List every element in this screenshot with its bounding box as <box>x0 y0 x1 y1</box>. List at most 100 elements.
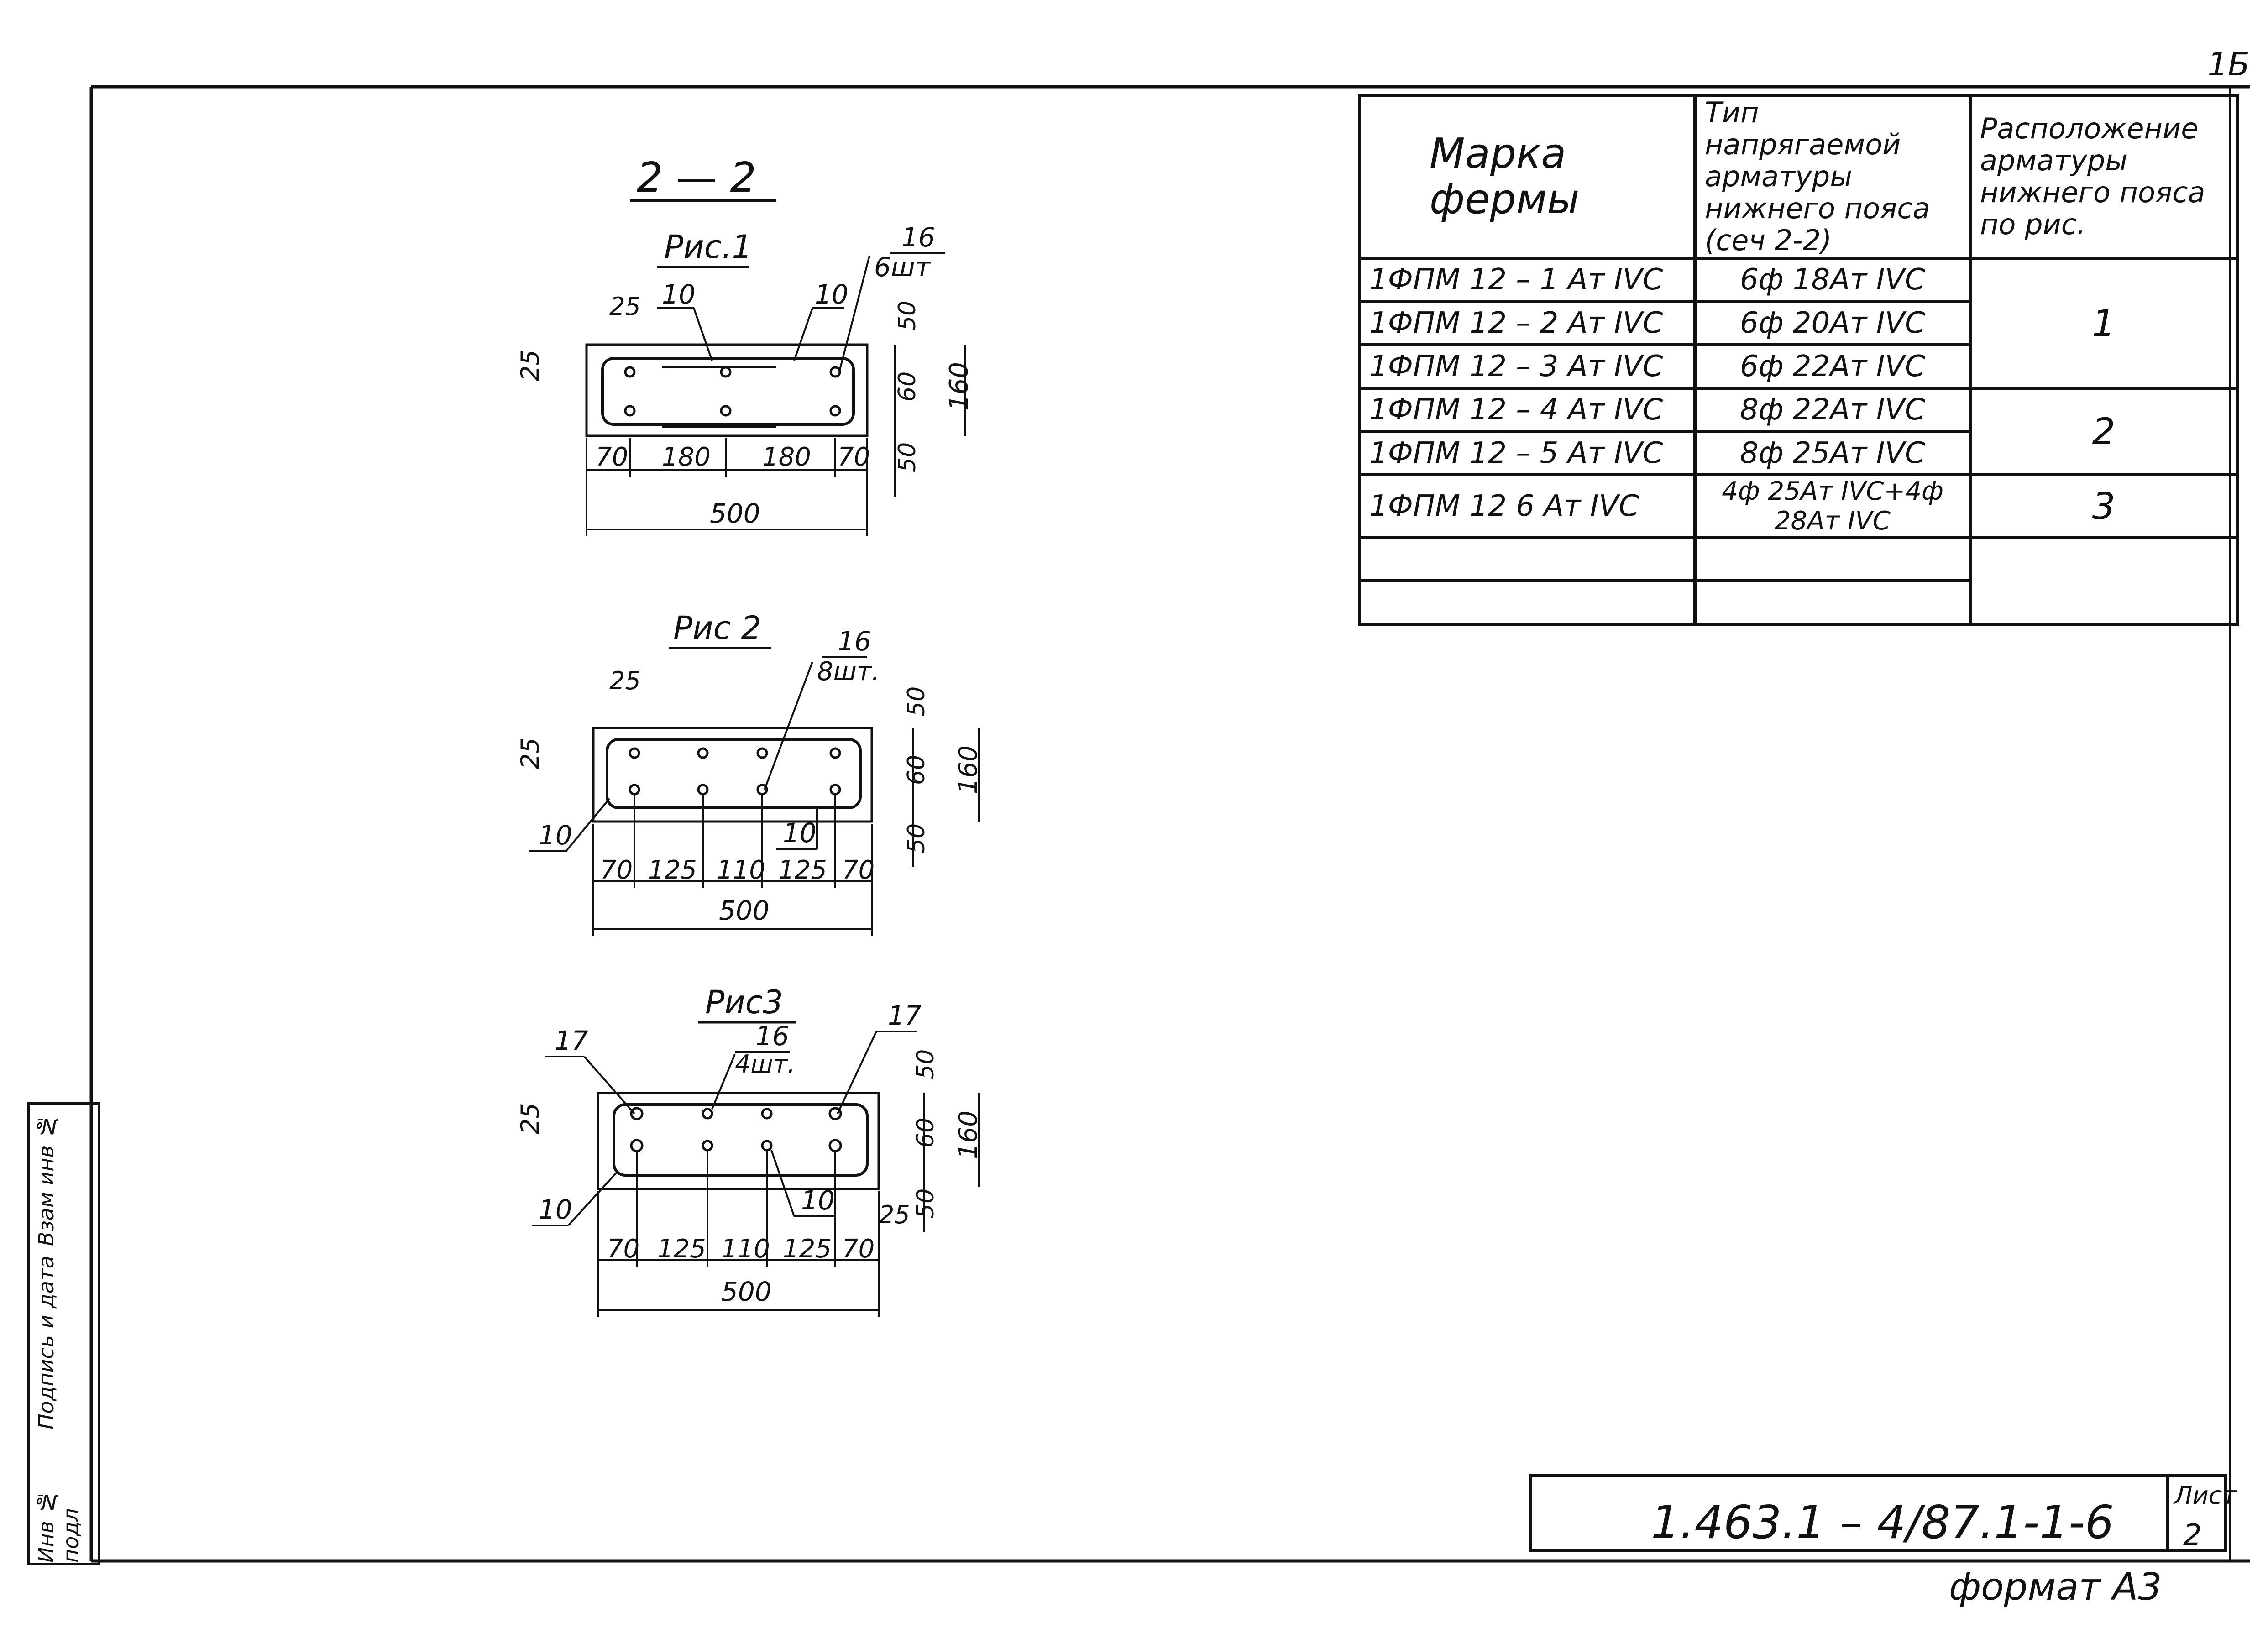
title-block: 1.463.1 – 4/87.1-1-6 Лист 2 <box>1529 1474 2237 1552</box>
figure-2-stirrup-label-a: 10 <box>539 820 572 851</box>
table-header-row: Марка фермы Тип напрягаемой арматуры ниж… <box>1358 94 2239 260</box>
figure-1-dim-3: 180 <box>762 442 811 472</box>
figure-3-dim-3: 110 <box>721 1234 770 1264</box>
figure-3-dim-5: 70 <box>842 1234 875 1264</box>
figure-3-vdim-2: 60 <box>912 1118 939 1148</box>
figure-2-dim-4: 125 <box>778 855 827 885</box>
row-scheme: 3 <box>1969 473 2239 539</box>
figure-2-cover-left: 25 <box>609 666 641 695</box>
row-scheme: 1 <box>1969 257 2239 390</box>
figure-1-width: 500 <box>710 498 760 529</box>
row-rebar: 6ф 18Ат IVС <box>1693 257 1972 303</box>
col-header-scheme: Расположение арматуры нижнего пояса по р… <box>1969 94 2239 260</box>
row-mark: 1ФПМ 12 – 2 Ат IVС <box>1358 300 1697 346</box>
document-code: 1.463.1 – 4/87.1-1-6 <box>1651 1496 2114 1549</box>
row-mark <box>1358 536 1697 582</box>
table-row: 1ФПМ 12 – 2 Ат IVС 6ф 20Ат IVС <box>1358 300 2237 346</box>
figure-2-dim-5: 70 <box>842 855 875 885</box>
figure-1-height: 160 <box>944 362 974 411</box>
row-mark: 1ФПМ 12 – 3 Ат IVС <box>1358 343 1697 390</box>
figure-3-cover-top: 25 <box>516 1103 545 1134</box>
figure-2-rebar-label: 16 <box>838 626 871 657</box>
row-rebar: 6ф 22Ат IVС <box>1693 343 1972 390</box>
figure-3-stirrup-label-b: 10 <box>801 1185 835 1216</box>
figure-3-width: 500 <box>721 1276 772 1307</box>
row-scheme: 2 <box>1969 387 2239 476</box>
figure-3-dim-2: 125 <box>657 1234 706 1264</box>
figure-1-cover-top: 25 <box>516 350 545 381</box>
figure-2-vdim-3: 50 <box>903 823 930 853</box>
col-header-mark: Марка фермы <box>1358 94 1697 260</box>
truss-rebar-table: Марка фермы Тип напрягаемой арматуры ниж… <box>1358 94 2239 626</box>
figure-1-dim-1: 70 <box>596 442 628 472</box>
figure-1-rebar-label: 16 <box>901 222 935 253</box>
figure-3-dim-4: 125 <box>783 1234 832 1264</box>
row-rebar: 4ф 25Ат IVС+4ф 28Ат IVС <box>1693 473 1972 539</box>
figure-2-stirrup-label-b: 10 <box>783 817 817 848</box>
figure-2-rebar-count: 8шт. <box>817 657 880 686</box>
figure-1-stirrup-label-a: 10 <box>662 279 696 310</box>
figure-1: Рис.1 16 6шт 10 10 25 25 <box>516 222 974 536</box>
format-label: формат А3 <box>1949 1565 2162 1609</box>
figure-3-rebar-count: 4шт. <box>735 1050 795 1078</box>
figure-1-cover-left: 25 <box>609 292 641 321</box>
col-header-rebar: Тип напрягаемой арматуры нижнего пояса (… <box>1693 94 1972 260</box>
table-row: 1ФПМ 12 – 3 Ат IVС 6ф 22Ат IVС <box>1358 343 2237 390</box>
figure-2-cover-top: 25 <box>516 738 545 769</box>
row-rebar: 8ф 25Ат IVС <box>1693 430 1972 476</box>
table-row <box>1358 536 2239 626</box>
page-corner-number: 1Б <box>2207 46 2250 83</box>
figure-2-title: Рис 2 <box>673 609 761 647</box>
figure-2: Рис 2 16 8шт. 25 25 10 10 <box>516 609 983 936</box>
figure-3-dim-1: 70 <box>607 1234 639 1264</box>
row-mark: 1ФПМ 12 – 5 Ат IVС <box>1358 430 1697 476</box>
figure-2-height: 160 <box>953 745 983 794</box>
figure-1-dim-4: 70 <box>838 442 870 472</box>
side-label-replace: Взам инв № <box>34 1114 58 1246</box>
side-label-inventory: Инв № подл <box>34 1489 83 1563</box>
figure-2-vdim-2: 60 <box>903 755 930 785</box>
table-row: 1ФПМ 12 – 5 Ат IVС 8ф 25Ат IVС <box>1358 430 2237 476</box>
sheet-number: 2 <box>2183 1518 2202 1552</box>
figure-1-stirrup-label-b: 10 <box>815 279 849 310</box>
figure-3-stirrup-label-a: 10 <box>539 1194 572 1225</box>
figure-2-dim-2: 125 <box>648 855 697 885</box>
row-mark <box>1358 579 1697 626</box>
figure-2-dim-1: 70 <box>600 855 633 885</box>
figure-1-vdim-2: 60 <box>894 372 921 402</box>
figure-3-vdim-1: 50 <box>912 1049 939 1079</box>
figure-3-cover-bottom: 25 <box>879 1200 910 1229</box>
row-scheme <box>1969 536 2239 626</box>
figure-1-vdim-1: 50 <box>894 301 921 331</box>
figure-2-dim-3: 110 <box>717 855 765 885</box>
figure-3: Рис3 17 17 16 4шт. 25 25 10 10 <box>516 984 983 1317</box>
row-mark: 1ФПМ 12 – 4 Ат IVС <box>1358 387 1697 433</box>
figure-3-vdim-3: 50 <box>912 1188 939 1219</box>
figure-3-rebar-label: 16 <box>755 1021 789 1052</box>
figure-1-vdim-3: 50 <box>894 442 921 472</box>
section-title: 2 — 2 <box>637 154 756 202</box>
row-mark: 1ФПМ 12 – 1 Ат IVС <box>1358 257 1697 303</box>
side-stamp: Взам инв № Подпись и дата Инв № подл <box>27 1102 100 1565</box>
row-rebar <box>1693 536 1972 582</box>
figure-2-width: 500 <box>719 895 770 926</box>
row-rebar: 8ф 22Ат IVС <box>1693 387 1972 433</box>
figure-3-extra-label-a: 17 <box>555 1025 588 1056</box>
figure-1-title: Рис.1 <box>664 228 752 266</box>
table-row: 1ФПМ 12 6 Ат IVС 4ф 25Ат IVС+4ф 28Ат IVС… <box>1358 473 2239 539</box>
side-label-signature: Подпись и дата <box>34 1256 58 1430</box>
figure-2-vdim-1: 50 <box>903 686 930 717</box>
figure-3-extra-label-b: 17 <box>888 1000 922 1031</box>
sheet-label: Лист <box>2174 1481 2237 1510</box>
figure-3-height: 160 <box>953 1110 983 1159</box>
table-row: 1ФПМ 12 – 1 Ат IVС 6ф 18Ат IVС 1 <box>1358 257 2239 390</box>
table-row: 1ФПМ 12 – 4 Ат IVС 8ф 22Ат IVС 2 <box>1358 387 2239 476</box>
table-row <box>1358 579 2237 626</box>
row-mark: 1ФПМ 12 6 Ат IVС <box>1358 473 1697 539</box>
figure-1-rebar-count: 6шт <box>874 251 932 283</box>
row-rebar: 6ф 20Ат IVС <box>1693 300 1972 346</box>
row-rebar <box>1693 579 1972 626</box>
figure-1-dim-2: 180 <box>662 442 711 472</box>
figure-3-title: Рис3 <box>705 984 783 1021</box>
